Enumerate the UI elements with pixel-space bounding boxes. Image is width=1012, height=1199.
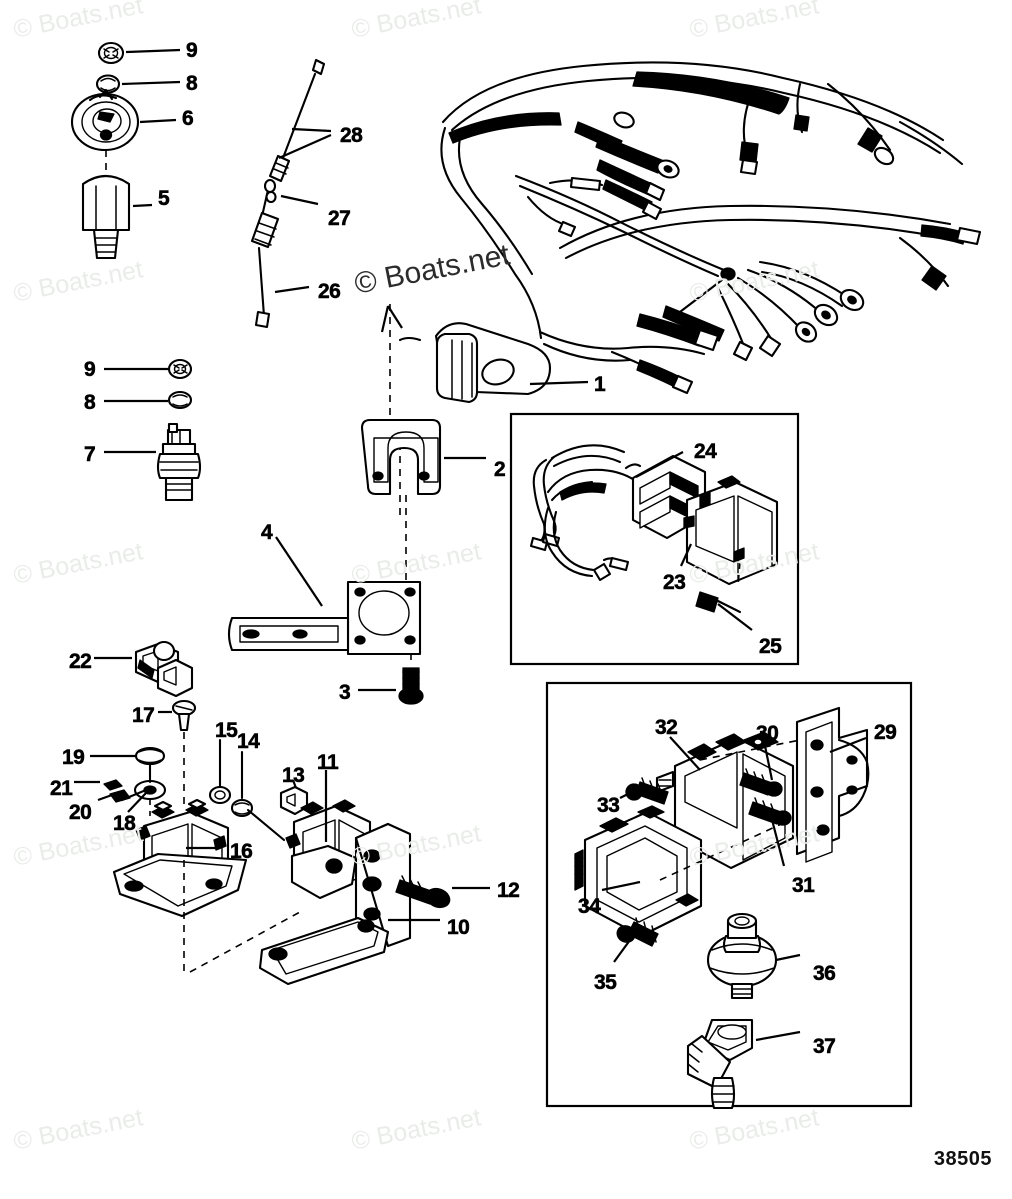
callout-23-ignition-module: 23 bbox=[663, 571, 686, 594]
callout-8-lock-washer: 8 bbox=[186, 72, 198, 95]
group-screw-17 bbox=[158, 699, 197, 810]
callout-8-lock-washer: 8 bbox=[84, 391, 96, 414]
callout-16-slave-solenoid: 16 bbox=[230, 840, 253, 863]
group-ignition-panel-contents bbox=[529, 444, 779, 631]
callout-3-screw: 3 bbox=[339, 681, 351, 704]
callout-37-elbow-fitting: 37 bbox=[813, 1035, 836, 1058]
callout-22-clamp: 22 bbox=[69, 650, 92, 673]
callout-33-screw: 33 bbox=[597, 794, 620, 817]
group-solenoid-hardware bbox=[208, 738, 372, 900]
callout-28-lead-wire-assembly: 28 bbox=[340, 124, 363, 147]
callout-2-harness-retainer: 2 bbox=[494, 458, 506, 481]
group-harness-retainer bbox=[360, 418, 486, 590]
callout-34-module-base: 34 bbox=[578, 895, 601, 918]
callout-19-nut: 19 bbox=[62, 746, 85, 769]
callout-29-mounting-plate: 29 bbox=[874, 721, 897, 744]
diagram-part-number: 38505 bbox=[933, 1148, 992, 1170]
callout-21-terminal: 21 bbox=[50, 777, 73, 800]
group-ground-hardware bbox=[74, 746, 167, 816]
callout-10-solenoid-bracket: 10 bbox=[447, 916, 470, 939]
callout-18-ground-lead: 18 bbox=[113, 812, 136, 835]
callout-15-nut: 15 bbox=[215, 719, 238, 742]
callout-1-wiring-harness: 1 bbox=[594, 373, 606, 396]
callout-25-screw: 25 bbox=[759, 635, 782, 658]
callout-6-temperature-sender: 6 bbox=[182, 107, 194, 130]
callout-36-oil-pressure-switch: 36 bbox=[813, 962, 836, 985]
callout-14-lock-washer: 14 bbox=[237, 730, 260, 753]
callout-11-starter-solenoid: 11 bbox=[317, 751, 339, 774]
callout-24-resistor: 24 bbox=[694, 440, 717, 463]
callout-20-washer: 20 bbox=[69, 801, 92, 824]
callout-5-plug: 5 bbox=[158, 187, 170, 210]
group-solenoid-bracket bbox=[183, 822, 490, 986]
callout-7-temperature-switch: 7 bbox=[84, 443, 96, 466]
callout-30-screw: 30 bbox=[756, 722, 779, 745]
callout-13-nut: 13 bbox=[282, 764, 305, 787]
group-wiring-harness bbox=[380, 61, 982, 520]
callout-32-ignition-module: 32 bbox=[655, 716, 678, 739]
group-slave-solenoid bbox=[112, 798, 248, 918]
callout-17-screw: 17 bbox=[132, 704, 155, 727]
callout-27-connector: 27 bbox=[328, 207, 351, 230]
callout-9-nut: 9 bbox=[186, 39, 198, 62]
callout-26-lead-wire: 26 bbox=[318, 280, 341, 303]
callout-31-screw: 31 bbox=[792, 874, 815, 897]
callout-9-nut: 9 bbox=[84, 358, 96, 381]
callout-35-screw: 35 bbox=[594, 971, 617, 994]
group-mounting-bracket bbox=[227, 536, 424, 705]
group-clamp bbox=[94, 640, 194, 698]
callout-12-screw: 12 bbox=[497, 879, 520, 902]
group-module-panel-contents bbox=[574, 706, 870, 1110]
group-temp-switch bbox=[104, 358, 202, 502]
callout-4-mounting-bracket: 4 bbox=[261, 521, 273, 544]
group-sender-assembly bbox=[70, 41, 181, 260]
group-lead-wires bbox=[250, 58, 332, 329]
